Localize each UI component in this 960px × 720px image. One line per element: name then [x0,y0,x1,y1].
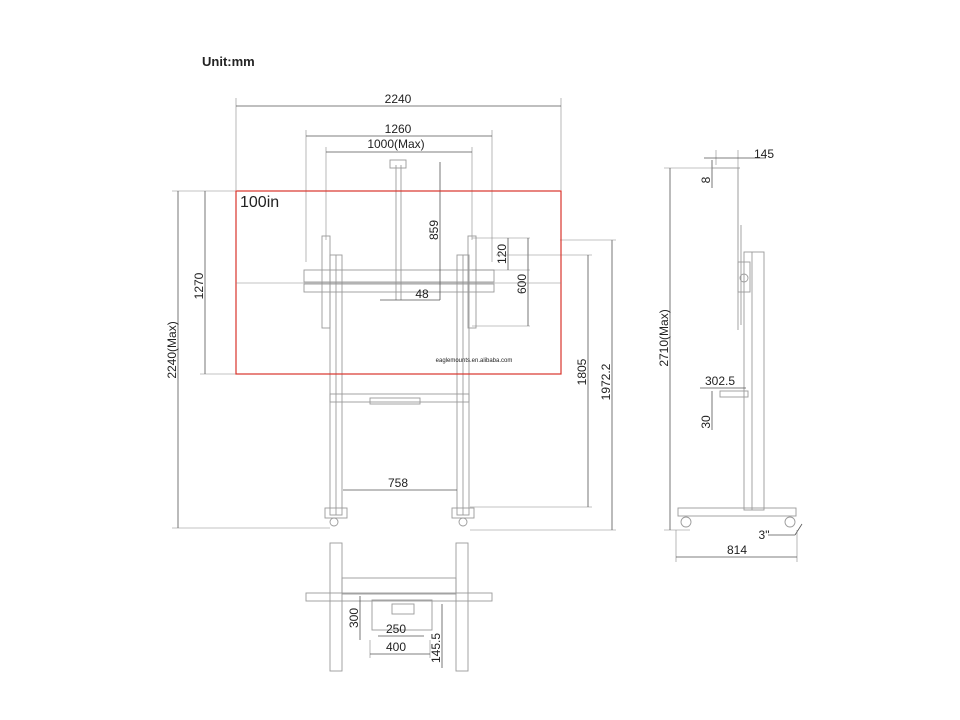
dim-side-base-depth: 814 [727,543,747,557]
bottom-view: 300 250 400 145.5 [305,542,493,672]
dim-small-vertical: 120 [495,244,509,264]
front-view: 2240 1260 1000(Max) 2240(Max) 1270 [165,92,616,531]
screen-size-label: 100in [240,194,279,211]
dim-side-offset: 8 [699,176,713,183]
side-view: 145 8 2710(Max) 302.5 30 3" [657,147,803,562]
screen-outline [235,190,562,375]
dim-caster: 3" [759,528,770,542]
dim-bottom-shelf-height: 300 [347,608,361,628]
dim-vesa-height: 600 [515,274,529,294]
dim-base-width: 758 [388,476,408,490]
dim-vesa-max: 1000(Max) [367,137,424,151]
dim-total-height: 2240(Max) [165,321,179,378]
dim-lower-height: 1805 [575,358,589,385]
dim-side-total-height: 2710(Max) [657,309,671,366]
dim-bottom-base-width: 400 [386,640,406,654]
dim-center-gap: 48 [415,287,429,301]
dim-arm-height: 859 [427,220,441,240]
dim-bottom-slot-width: 250 [386,622,406,636]
dim-width: 2240 [385,92,412,106]
dim-vesa-width: 1260 [385,122,412,136]
dim-shelf-thickness: 30 [699,415,713,429]
dim-side-depth: 145 [754,147,774,161]
dim-shelf-depth: 302.5 [705,374,735,388]
dim-bottom-offset: 145.5 [429,633,443,663]
dim-screen-height: 1270 [192,272,206,299]
brand-watermark: eaglemounts.en.alibaba.com [436,358,513,364]
dim-max-height: 1972.2 [599,363,613,400]
unit-label: Unit:mm [202,54,255,69]
